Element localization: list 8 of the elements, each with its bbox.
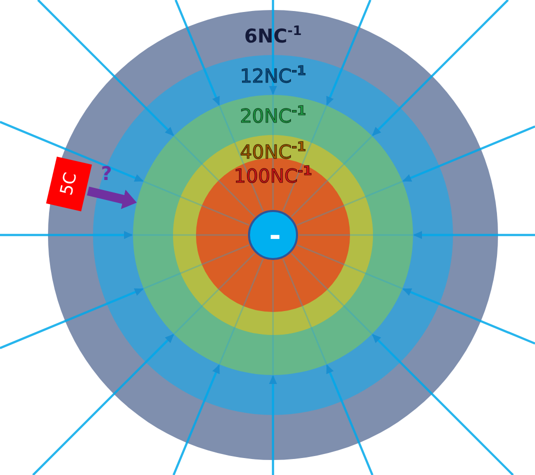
field-ring xyxy=(196,158,350,312)
charge-circle xyxy=(248,210,298,260)
edge-label: ? xyxy=(101,163,112,185)
field-strength-label: 12NC$^{-1}$ xyxy=(240,63,306,88)
field-strength-label: 20NC$^{-1}$ xyxy=(240,103,306,128)
charge-sign: - xyxy=(269,221,281,251)
charge-value: 5C xyxy=(56,170,82,198)
field-strength-label: 40NC$^{-1}$ xyxy=(240,139,306,164)
